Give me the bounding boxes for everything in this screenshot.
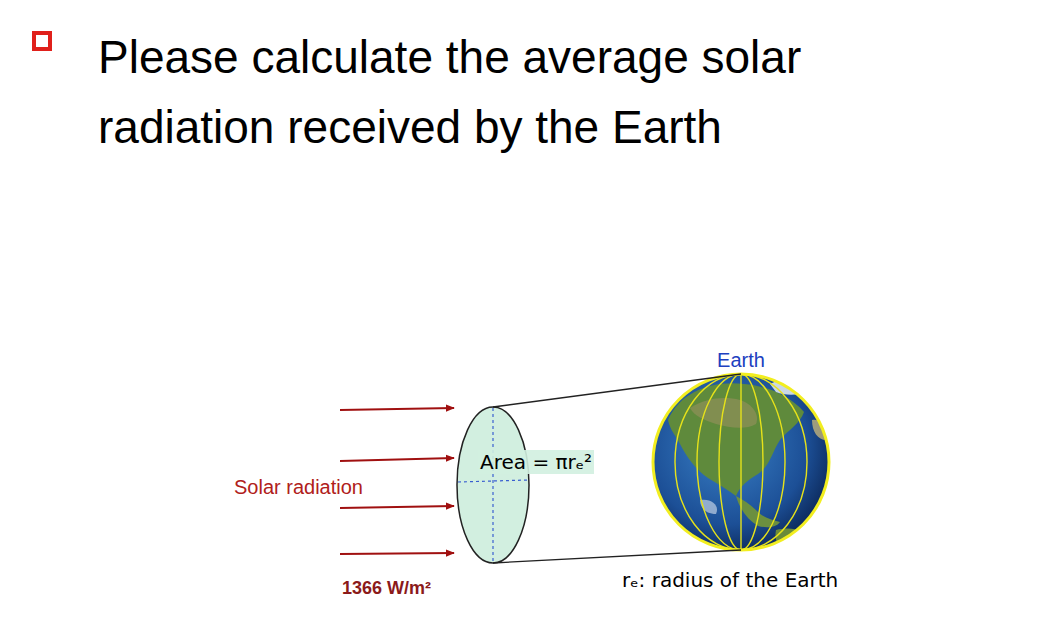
diameter-line [458,480,528,482]
cylinder-edge [493,550,741,563]
flux-value: 1366 W/m² [342,578,431,600]
cross-section-disc [457,407,529,563]
area-formula: Area = πrₑ² [478,450,594,474]
cylinder-edge [493,374,741,407]
radiation-label: Solar radiation [234,475,363,499]
earth-label: Earth [715,348,767,372]
earth: Earth [653,342,829,552]
radius-note: rₑ: radius of the Earth [622,568,838,592]
cross-section-area: Area = πrₑ² [455,405,531,565]
bullet-square [34,33,50,49]
diameter-line [492,408,493,562]
earth-globe [653,374,829,557]
slide-title: Please calculate the average solar radia… [98,22,948,162]
